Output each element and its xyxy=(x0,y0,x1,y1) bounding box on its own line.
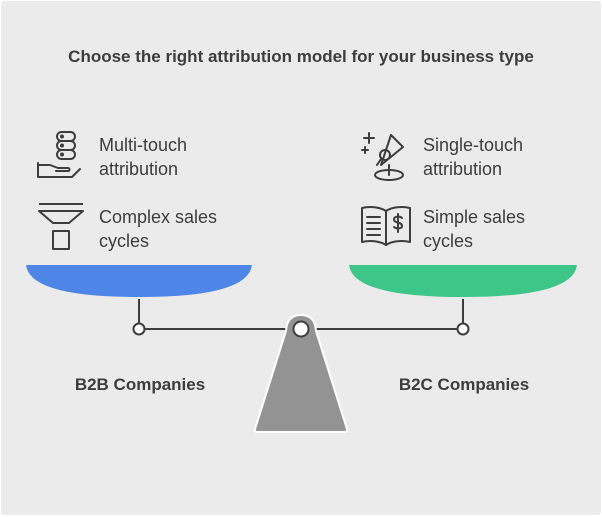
left-pivot xyxy=(132,322,146,336)
label-line: attribution xyxy=(99,159,179,179)
right-pan xyxy=(346,263,580,300)
fulcrum xyxy=(253,313,349,433)
complex-sales-cycles-label: Complex sales cycles xyxy=(99,205,217,253)
diagram-title: Choose the right attribution model for y… xyxy=(68,47,534,66)
label-line: cycles xyxy=(423,231,474,251)
b2b-companies-label: B2B Companies xyxy=(74,375,206,394)
left-pan xyxy=(23,263,255,300)
book-dollar-icon xyxy=(361,206,411,246)
label-line: Multi-touch xyxy=(99,135,188,155)
single-touch-attribution-label: Single-touch attribution xyxy=(423,133,523,181)
label-line: cycles xyxy=(99,231,150,251)
spotlight-icon xyxy=(361,132,404,181)
right-pivot xyxy=(456,322,470,336)
label-line: attribution xyxy=(423,159,503,179)
label-line: Single-touch xyxy=(423,135,524,155)
center-pivot xyxy=(292,320,310,338)
simple-sales-cycles-label: Simple sales cycles xyxy=(423,205,525,253)
b2c-companies-label: B2C Companies xyxy=(398,375,530,394)
funnel-icon xyxy=(38,203,84,250)
multi-touch-attribution-label: Multi-touch attribution xyxy=(99,133,187,181)
label-line: Simple sales xyxy=(423,207,526,227)
label-line: Complex sales xyxy=(99,207,218,227)
database-hand-icon xyxy=(37,131,81,178)
